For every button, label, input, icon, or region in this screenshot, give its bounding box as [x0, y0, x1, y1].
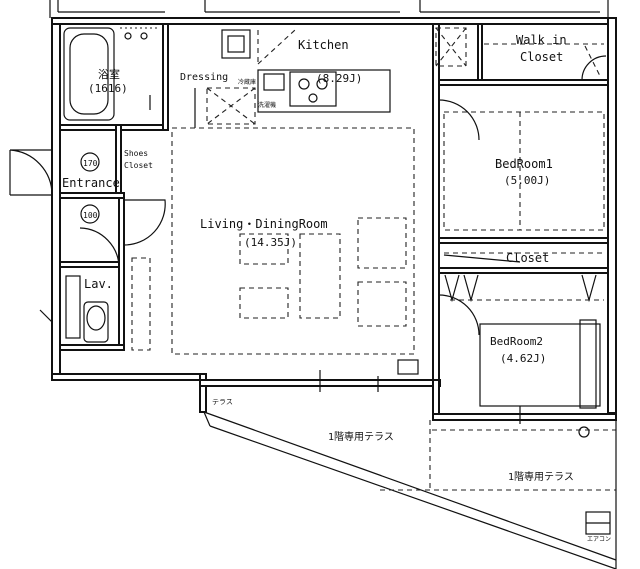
- walk-in-closet-label-2: Closet: [520, 50, 563, 64]
- dressing-area: [194, 29, 256, 128]
- walk-in-closet-label: Walk in: [516, 33, 567, 47]
- top-neighbour-strip: [49, 0, 609, 18]
- aircon-mark: エアコン: [587, 536, 611, 543]
- fridge-mark: 冷蔵庫: [238, 78, 256, 86]
- toilet: [65, 275, 109, 343]
- bedroom2-label: BedRoom2: [490, 335, 543, 348]
- terrace-upper-label: 1階専用テラス: [328, 431, 394, 443]
- interior-walls: [59, 23, 609, 381]
- walk-in-closet: [484, 43, 607, 81]
- terrace: [203, 411, 617, 569]
- living-size: (14.35J): [244, 236, 297, 249]
- shoes-closet-label: Shoes: [124, 149, 148, 158]
- lav-label: Lav.: [84, 277, 113, 291]
- dining-set: [131, 127, 415, 355]
- entrance-step-label: 170: [83, 159, 98, 168]
- entrance-door: [9, 149, 166, 323]
- closet-label: Closet: [506, 251, 549, 265]
- bedroom2-bed: [438, 294, 604, 409]
- kitchen-size: (8.29J): [316, 72, 362, 85]
- bedroom1-size: (5.00J): [504, 174, 550, 187]
- step-markers: [80, 152, 100, 224]
- bedroom2-size: (4.62J): [500, 352, 546, 365]
- bath-size: (1616): [88, 82, 128, 95]
- shoes-closet-label-2: Closet: [124, 161, 153, 170]
- terrace-small-mark: テラス: [212, 398, 233, 406]
- bedroom1-bed: [438, 99, 605, 231]
- kitchen-counter: [257, 27, 467, 113]
- south-windows: [319, 359, 604, 438]
- kitchen-label: Kitchen: [298, 38, 349, 52]
- dressing-label: Dressing: [180, 72, 228, 83]
- bedroom1-label: BedRoom1: [495, 157, 553, 171]
- bath-label: 浴室: [98, 67, 120, 81]
- living-label: Living・DiningRoom: [200, 217, 328, 231]
- entrance-label: Entrance: [62, 176, 120, 190]
- terrace-lower-label: 1階専用テラス: [508, 471, 574, 483]
- toilet-step-label: 100: [83, 211, 98, 220]
- washer-mark: 洗濯機: [258, 101, 276, 109]
- bathroom: [63, 27, 158, 121]
